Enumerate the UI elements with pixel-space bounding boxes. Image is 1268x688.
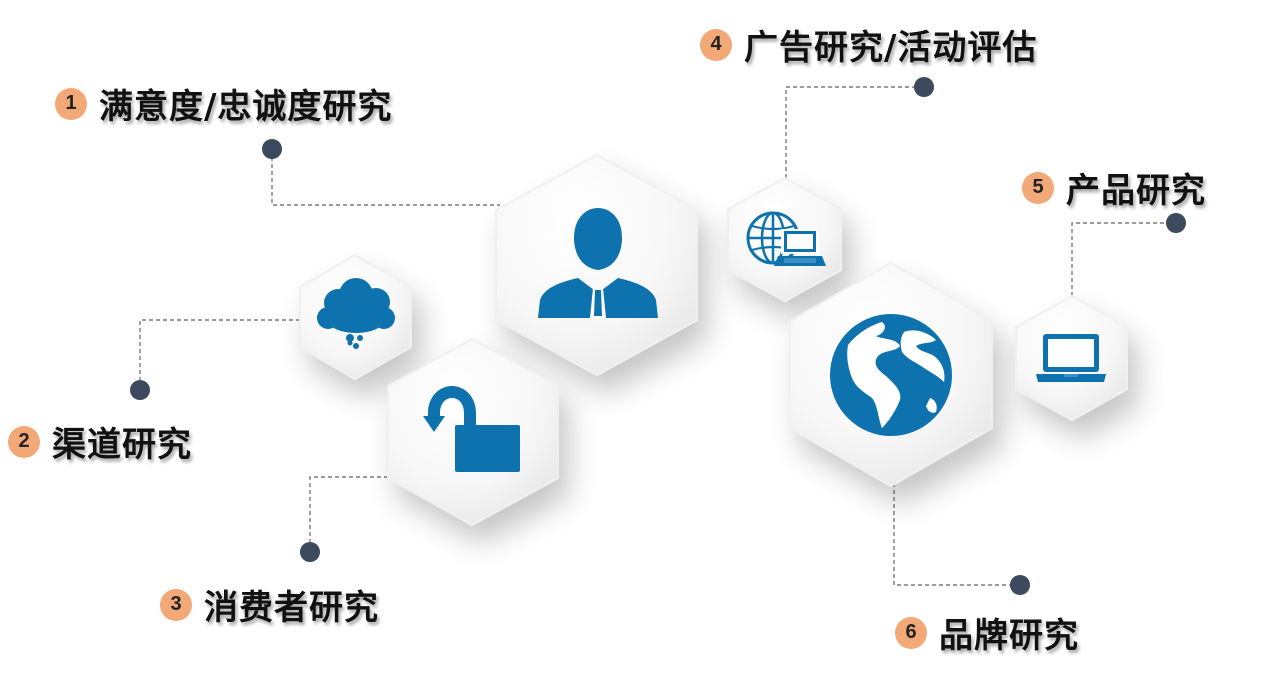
dot-5 [1166,213,1186,233]
dot-4 [914,77,934,97]
laptop-icon [1036,334,1106,382]
dot-6 [1010,575,1030,595]
connector-5 [1071,222,1176,296]
globe-icon [830,314,952,436]
item-2-number-badge: 2 [8,425,40,458]
item-1-number-badge: 1 [55,87,87,120]
item-5-number-badge: 5 [1022,171,1054,204]
item-6-title: 品牌研究 [939,616,1079,656]
globe-laptop-icon [746,211,826,266]
item-6-number-badge: 6 [895,616,927,649]
dot-3 [300,542,320,562]
item-3-label: 3 消费者研究 [160,580,379,629]
connector-4 [785,86,924,178]
item-4-number-badge: 4 [700,28,732,61]
connector-2 [139,319,300,390]
dot-2 [130,380,150,400]
item-5-label: 5 产品研究 [1022,163,1206,212]
item-2-title: 渠道研究 [52,425,192,465]
unlock-icon [423,386,520,472]
cloud-thought-icon [317,278,395,349]
dot-1 [262,139,282,159]
item-3-number-badge: 3 [160,588,192,621]
connector-dots [130,77,1186,595]
connector-3 [309,476,388,552]
connector-1 [271,150,500,206]
item-3-title: 消费者研究 [204,588,379,628]
connector-6 [893,483,1020,586]
item-4-title: 广告研究/活动评估 [744,28,1038,68]
hexagons [299,153,1128,527]
person-icon [538,208,658,318]
connectors [139,86,1176,586]
item-6-label: 6 品牌研究 [895,608,1079,657]
item-1-label: 1 满意度/忠诚度研究 [55,79,392,128]
item-1-title: 满意度/忠诚度研究 [99,87,393,127]
item-2-label: 2 渠道研究 [8,417,192,466]
item-5-title: 产品研究 [1066,171,1206,211]
item-4-label: 4 广告研究/活动评估 [700,20,1037,69]
